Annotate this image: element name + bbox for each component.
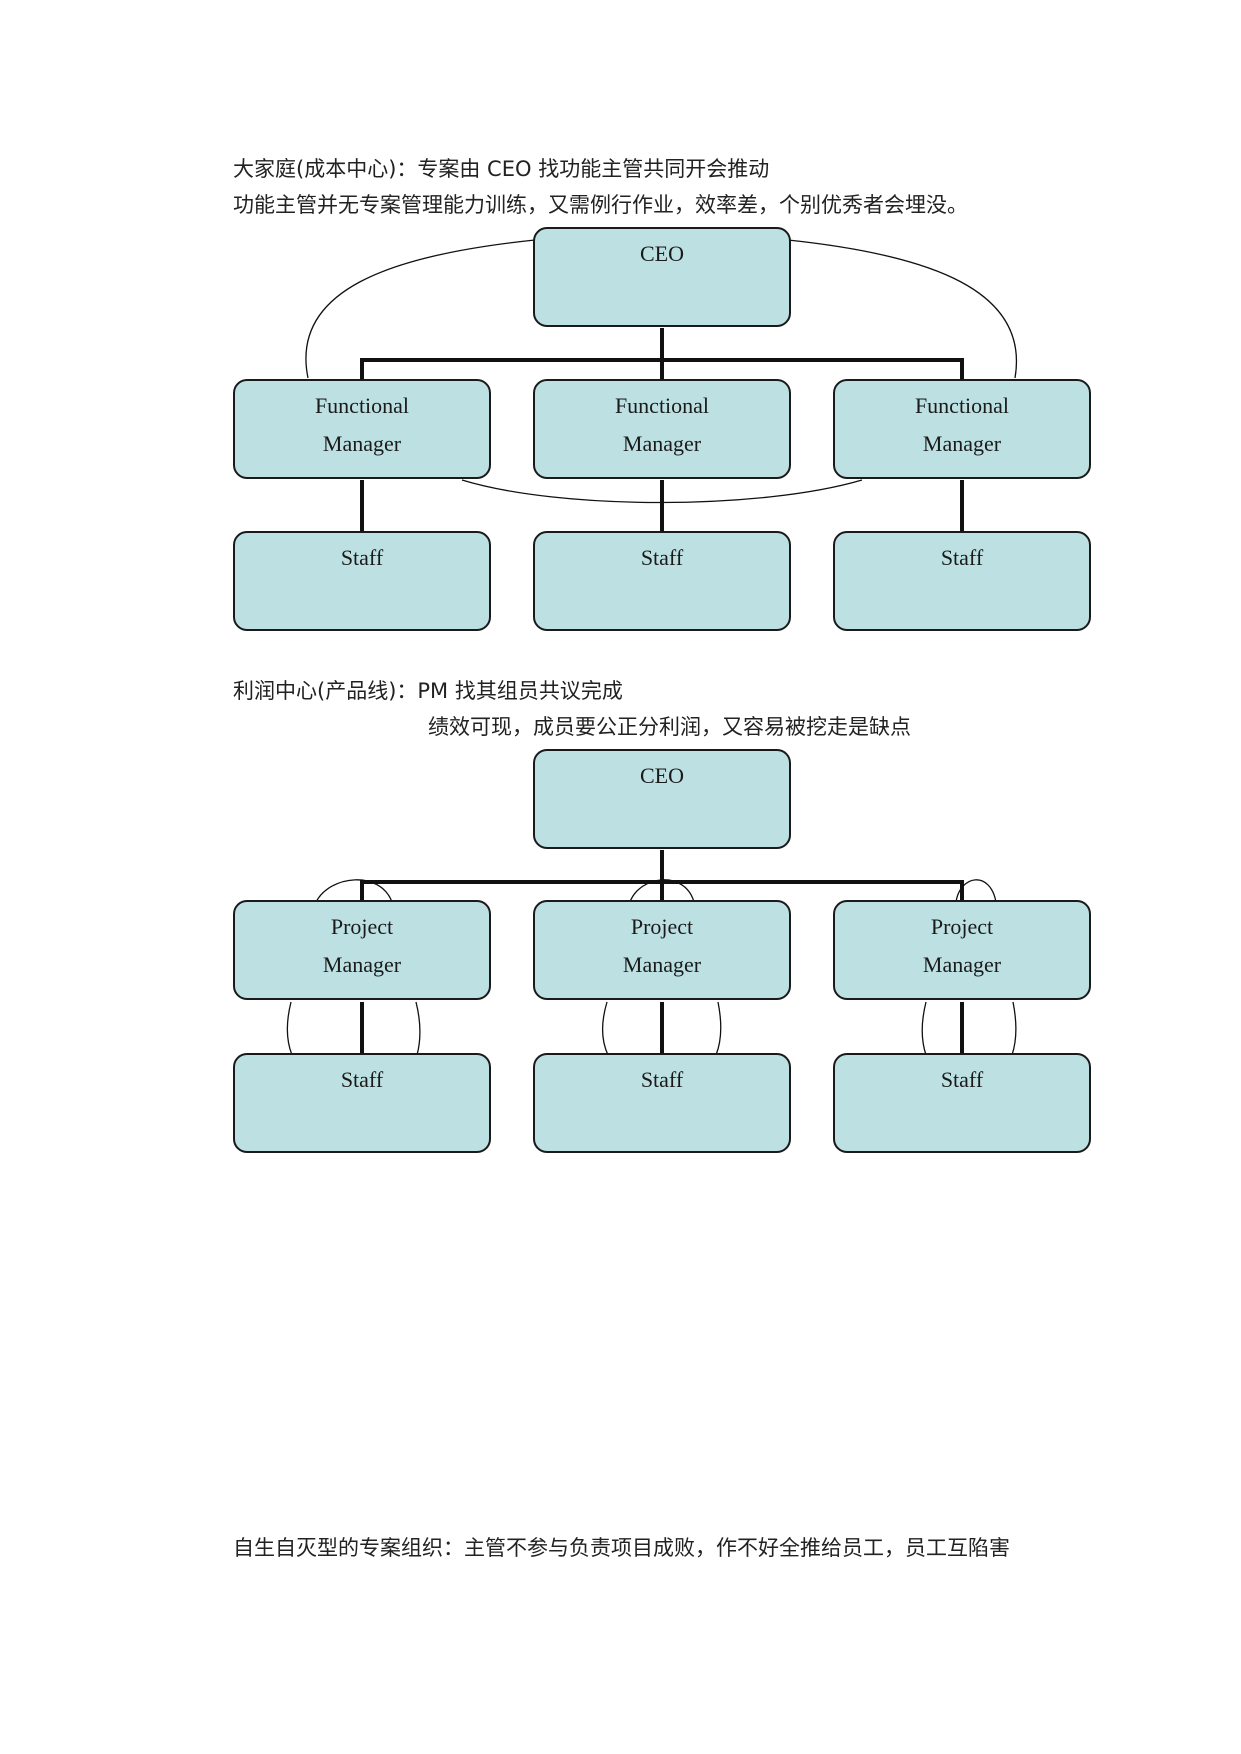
manager-label-line2: Manager [922, 431, 1002, 456]
manager-label-line2: Manager [622, 952, 702, 977]
manager-label-line1: Functional [314, 393, 410, 418]
functional-manager-box: Functional Manager [533, 379, 791, 479]
staff-label: Staff [940, 545, 984, 570]
manager-label-line1: Project [630, 914, 694, 939]
manager-label-line2: Manager [322, 952, 402, 977]
staff-box: Staff [233, 531, 491, 631]
manager-label-line1: Functional [914, 393, 1010, 418]
functional-manager-box: Functional Manager [233, 379, 491, 479]
section2-heading: 利润中心(产品线)：PM 找其组员共议完成 [233, 679, 623, 703]
project-manager-box: Project Manager [533, 900, 791, 1000]
project-manager-box: Project Manager [233, 900, 491, 1000]
project-manager-box: Project Manager [833, 900, 1091, 1000]
ceo-label: CEO [640, 241, 684, 266]
staff-label: Staff [340, 1067, 384, 1092]
staff-label: Staff [340, 545, 384, 570]
manager-label-line1: Functional [614, 393, 710, 418]
staff-label: Staff [640, 1067, 684, 1092]
ceo-box: CEO [533, 749, 791, 849]
section3-heading: 自生自灭型的专案组织：主管不参与负责项目成败，作不好全推给员工，员工互陷害 [233, 1536, 1010, 1560]
functional-manager-box: Functional Manager [833, 379, 1091, 479]
staff-label: Staff [640, 545, 684, 570]
section1-heading: 大家庭(成本中心)：专案由 CEO 找功能主管共同开会推动 [233, 157, 770, 181]
manager-label-line2: Manager [922, 952, 1002, 977]
manager-label-line1: Project [930, 914, 994, 939]
staff-label: Staff [940, 1067, 984, 1092]
manager-label-line1: Project [330, 914, 394, 939]
staff-box: Staff [833, 1053, 1091, 1153]
staff-box: Staff [533, 531, 791, 631]
ceo-box: CEO [533, 227, 791, 327]
section2-description: 绩效可现，成员要公正分利润，又容易被挖走是缺点 [428, 715, 911, 739]
staff-box: Staff [833, 531, 1091, 631]
manager-label-line2: Manager [322, 431, 402, 456]
staff-box: Staff [533, 1053, 791, 1153]
ceo-label: CEO [640, 763, 684, 788]
manager-label-line2: Manager [622, 431, 702, 456]
staff-box: Staff [233, 1053, 491, 1153]
section1-description: 功能主管并无专案管理能力训练，又需例行作业，效率差，个别优秀者会埋没。 [233, 193, 968, 217]
